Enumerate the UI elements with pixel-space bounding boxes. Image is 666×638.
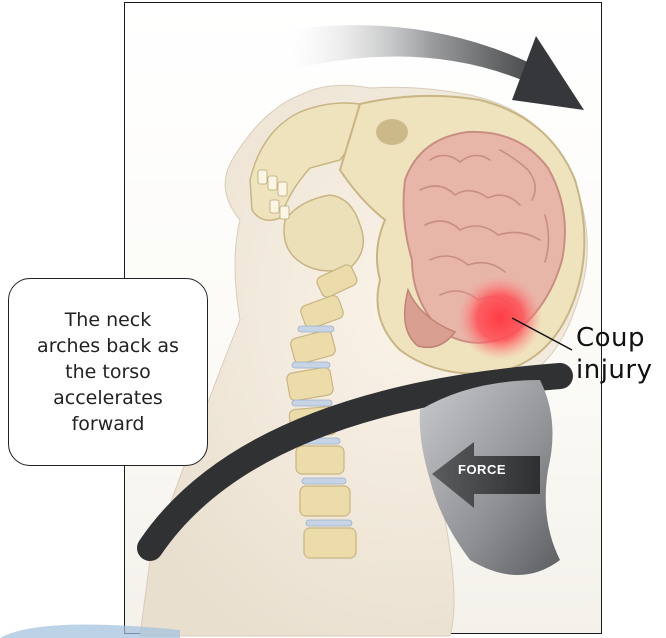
callout-text: The neck arches back as the torso accele… <box>37 307 179 437</box>
impact-spot-icon <box>458 276 542 360</box>
coup-label: Coup <box>576 322 645 354</box>
injury-label: injury <box>576 354 652 386</box>
force-label: FORCE <box>458 462 506 477</box>
slide-swoosh-decoration <box>0 612 180 638</box>
explanation-callout: The neck arches back as the torso accele… <box>8 278 208 466</box>
